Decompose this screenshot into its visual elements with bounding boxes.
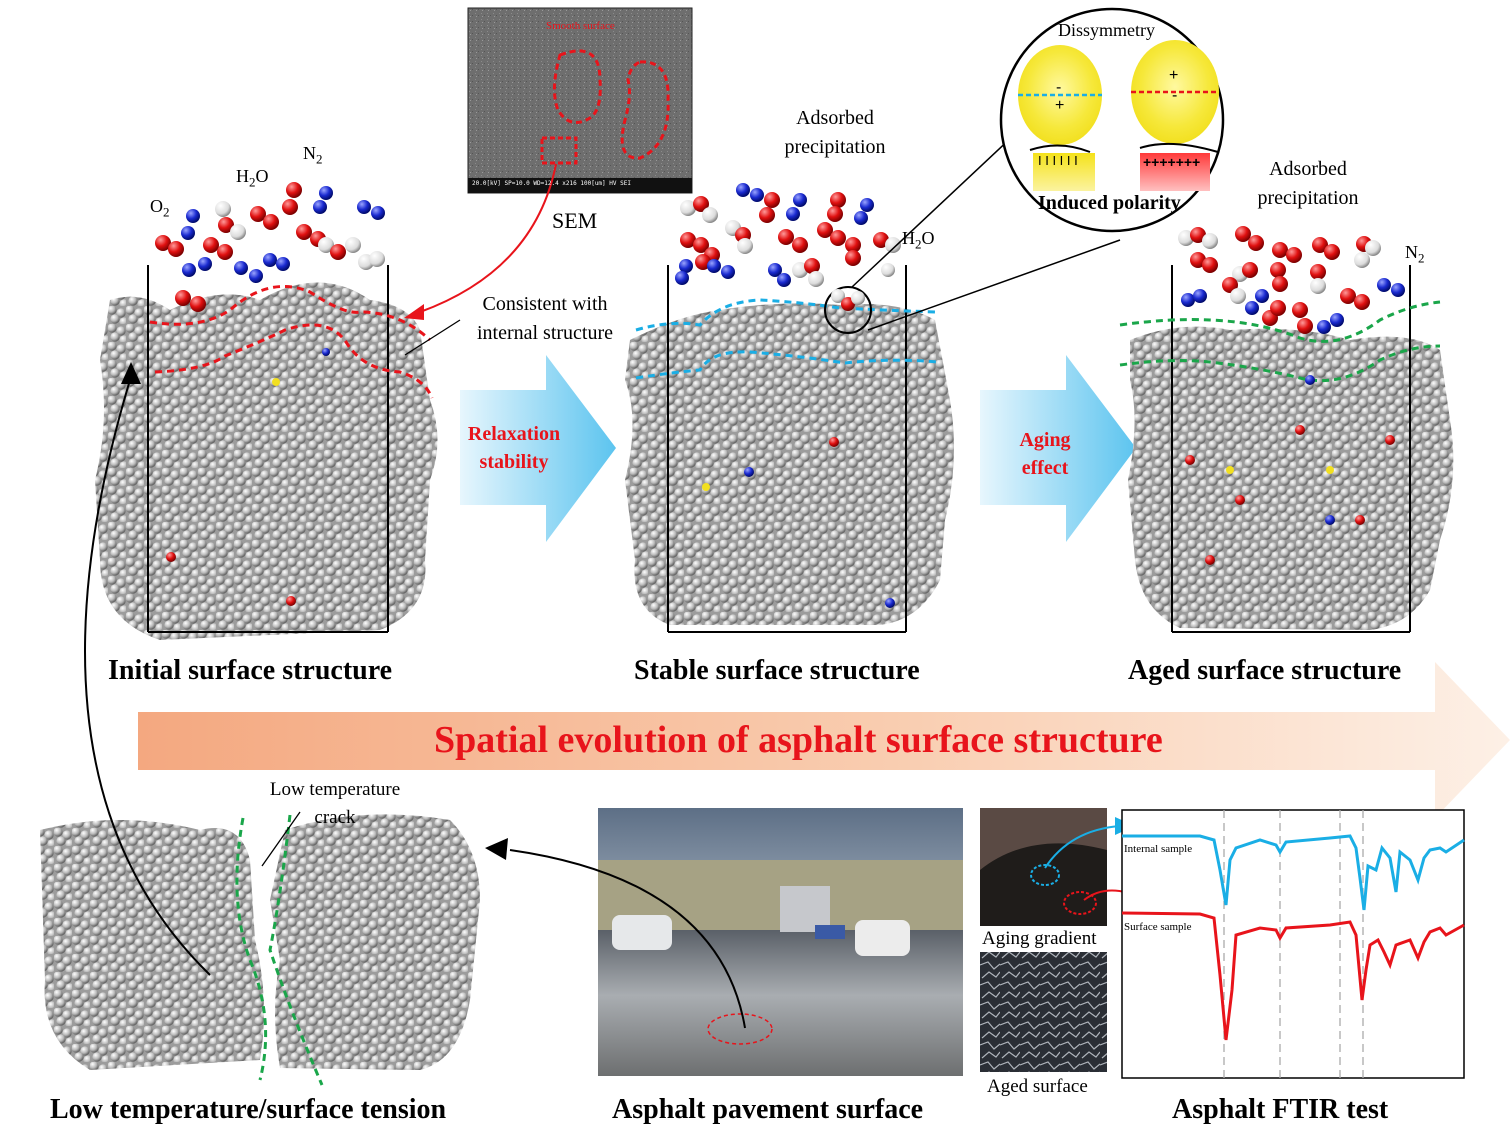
crack-label: Low temperature crack [250, 776, 420, 832]
sem-footer: 20.0[kV] SP=10.0 WD=12.4 x216 100[um] HV… [472, 180, 631, 187]
banner-title: Spatial evolution of asphalt surface str… [434, 719, 1163, 761]
aging-line1: Aging [1019, 429, 1071, 451]
consistent-line2: internal structure [476, 322, 614, 344]
h2o-label: H2O [236, 166, 269, 190]
ftir-internal-curve [1122, 834, 1465, 911]
blue-link-arrow [1044, 825, 1121, 869]
svg-text:+++++++: +++++++ [1143, 154, 1200, 170]
svg-text:I I I I I I: I I I I I I [1038, 153, 1078, 168]
consistent-leader-line [404, 319, 461, 356]
relaxation-line1: Relaxation [467, 423, 561, 445]
dissymmetry-label: Dissymmetry [1058, 20, 1155, 40]
aged-surface-model [1119, 265, 1454, 633]
aging-line2: effect [1021, 457, 1069, 479]
induced-polarity-label: Induced polarity [1038, 192, 1181, 214]
caption-initial: Initial surface structure [108, 655, 393, 686]
aging-gradient-photo [980, 808, 1107, 926]
sem-label: SEM [552, 208, 598, 233]
aging-arrow [980, 355, 1136, 542]
pavement-photo [509, 808, 963, 1076]
caption-aged: Aged surface structure [1128, 655, 1402, 686]
initial-surface-model [95, 265, 438, 640]
sem-pointer-arrow [419, 163, 557, 313]
consistent-label: Consistent with internal structure [460, 290, 630, 348]
gas-molecules-initial [155, 182, 385, 312]
n2-label: N2 [303, 143, 323, 167]
crack-line2: crack [314, 807, 356, 828]
caption-stable: Stable surface structure [634, 655, 920, 686]
aged-surface-label: Aged surface [987, 1076, 1088, 1097]
adsorbed-stable-line2: precipitation [784, 136, 886, 158]
aging-gradient-label: Aging gradient [982, 928, 1097, 949]
adsorbed-label-aged: Adsorbed precipitation [1233, 155, 1383, 213]
stable-surface-model [625, 265, 954, 633]
ftir-spectrum-panel [1121, 809, 1465, 1079]
pavement-arrow-head [485, 838, 508, 860]
svg-text:-: - [1056, 79, 1061, 96]
adsorbed-aged-line2: precipitation [1257, 187, 1359, 209]
adsorbed-aged-line1: Adsorbed [1269, 158, 1347, 180]
consistent-line1: Consistent with [482, 293, 608, 315]
svg-text:+: + [1169, 67, 1178, 84]
ftir-internal-label: Internal sample [1124, 843, 1193, 855]
sem-pointer-head [404, 304, 424, 320]
relaxation-line2: stability [479, 451, 549, 473]
caption-low-temp: Low temperature/surface tension [50, 1094, 447, 1125]
evolution-banner-arrow [138, 662, 1510, 818]
aging-label: Aging effect [995, 426, 1095, 482]
o2-label: O2 [150, 196, 170, 220]
gas-molecules-stable [675, 183, 901, 311]
crack-line1: Low temperature [269, 779, 401, 800]
caption-pavement: Asphalt pavement surface [612, 1094, 924, 1125]
adsorbed-label-stable: Adsorbed precipitation [760, 104, 910, 162]
feedback-arrow-head [121, 362, 141, 384]
feedback-arrow [84, 379, 211, 976]
polarity-zoom-circle: - + + - I I I I I I +++++++ [851, 7, 1225, 331]
crack-model [40, 811, 480, 1086]
relaxation-label: Relaxation stability [454, 420, 574, 476]
adsorbed-stable-line1: Adsorbed [796, 107, 874, 129]
sem-image [467, 7, 693, 194]
sem-inset-label: Smooth surface [546, 20, 615, 32]
h2o-mid-label: H2O [902, 228, 935, 252]
aged-surface-photo [980, 952, 1107, 1072]
ftir-surface-label: Surface sample [1124, 921, 1192, 933]
relaxation-arrow [460, 355, 616, 542]
svg-text:-: - [1172, 87, 1177, 104]
caption-ftir: Asphalt FTIR test [1172, 1094, 1389, 1125]
n2-right-label: N2 [1405, 242, 1425, 266]
ftir-surface-curve [1121, 911, 1465, 1041]
gas-molecules-aged [1178, 226, 1405, 334]
svg-text:+: + [1055, 97, 1064, 114]
